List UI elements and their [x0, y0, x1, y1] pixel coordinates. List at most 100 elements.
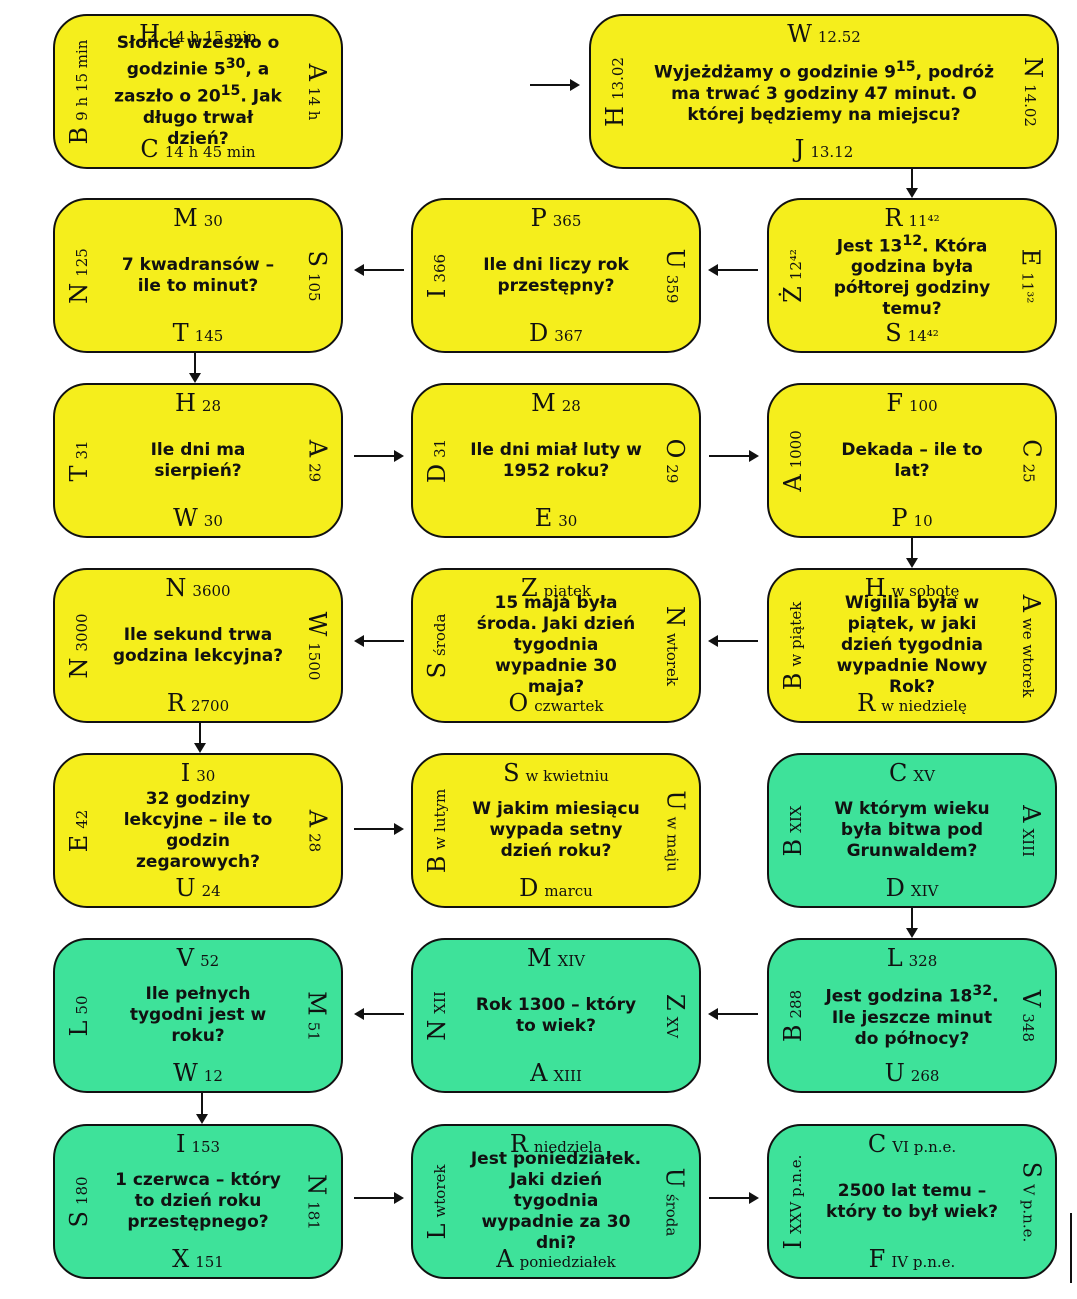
arrow-down-icon	[906, 168, 918, 198]
question-text: 2500 lat temu – który to był wiek?	[826, 1180, 998, 1222]
arrow-right-icon	[354, 823, 404, 835]
arrow-down-icon	[196, 1093, 208, 1124]
question-text: Ile pełnych tygodni jest w roku?	[129, 984, 267, 1046]
question-text: Wigilia była w piątek, w jaki dzień tygo…	[836, 593, 988, 697]
arrow-left-icon	[708, 264, 758, 276]
arrow-left-icon	[354, 264, 404, 276]
arrow-down-icon	[906, 538, 918, 568]
question-text: 1 czerwca – który to dzień roku przestęp…	[115, 1170, 281, 1232]
arrow-right-icon	[530, 79, 580, 91]
question-text: W jakim miesiącu wypada setny dzień roku…	[472, 799, 640, 861]
question-text: 15 maja była środa. Jaki dzień tygodnia …	[476, 593, 636, 697]
question-text: Ile dni liczy rok przestępny?	[483, 254, 629, 296]
arrow-left-icon	[708, 1008, 758, 1020]
question-text: Jest 1312. Która godzina była półtorej g…	[833, 232, 991, 320]
arrow-right-icon	[709, 1192, 759, 1204]
question-text: Ile dni ma sierpień?	[150, 439, 246, 481]
question-text: Jest poniedziałek. Jaki dzień tygodnia w…	[470, 1149, 642, 1253]
arrow-left-icon	[708, 635, 758, 647]
question-text: Ile sekund trwa godzina lekcyjna?	[112, 624, 284, 666]
arrow-down-icon	[189, 353, 201, 383]
question-text: 32 godziny lekcyjne – ile to godzin zega…	[123, 788, 273, 872]
question-text: Ile dni miał luty w 1952 roku?	[470, 439, 642, 481]
question-text: Jest godzina 1832. Ile jeszcze minut do …	[825, 983, 999, 1049]
question-text: 7 kwadransów – ile to minut?	[121, 254, 275, 296]
arrow-right-icon	[709, 450, 759, 462]
arrow-right-icon	[354, 1192, 404, 1204]
arrow-down-icon	[194, 723, 206, 753]
question-text: Rok 1300 – który to wiek?	[475, 994, 637, 1036]
arrow-down-icon	[906, 908, 918, 938]
edge-line	[1070, 1213, 1072, 1283]
